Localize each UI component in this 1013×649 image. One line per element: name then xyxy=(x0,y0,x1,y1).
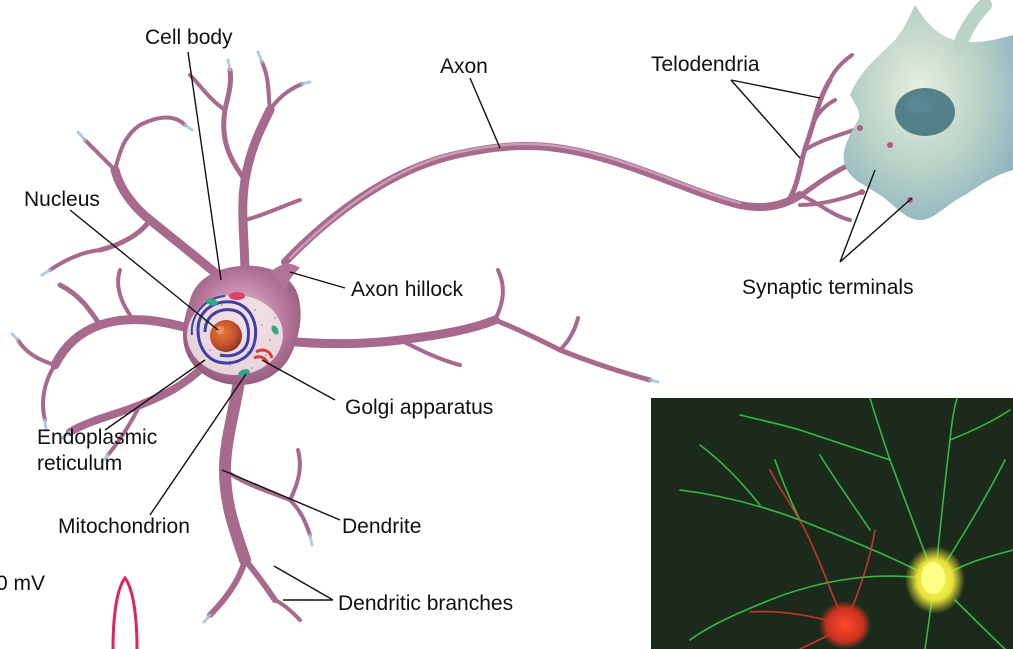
label-endoplasmic-reticulum-line1: Endoplasmic xyxy=(37,426,157,449)
label-axon-hillock: Axon hillock xyxy=(351,278,464,301)
label-mitochondrion: Mitochondrion xyxy=(58,515,190,538)
label-endoplasmic-reticulum-line2: reticulum xyxy=(37,452,122,475)
target-nucleus xyxy=(895,88,955,136)
voltage-label: 0 mV xyxy=(0,572,45,595)
label-nucleus: Nucleus xyxy=(24,188,100,211)
nucleus-shape xyxy=(210,320,242,352)
label-axon: Axon xyxy=(440,55,488,78)
label-synaptic-terminals: Synaptic terminals xyxy=(742,276,914,299)
fluorescence-micrograph xyxy=(651,398,1013,649)
micrograph-red-cell xyxy=(819,601,871,649)
label-dendritic-branches: Dendritic branches xyxy=(338,592,513,615)
label-golgi-apparatus: Golgi apparatus xyxy=(345,396,493,419)
action-potential-trace xyxy=(113,578,137,649)
label-cell-body: Cell body xyxy=(145,26,233,49)
target-cell xyxy=(844,5,1013,220)
action-potential-fragment xyxy=(113,578,137,649)
axon-shape xyxy=(285,146,800,262)
label-telodendria: Telodendria xyxy=(651,53,760,76)
label-dendrite: Dendrite xyxy=(342,515,421,538)
